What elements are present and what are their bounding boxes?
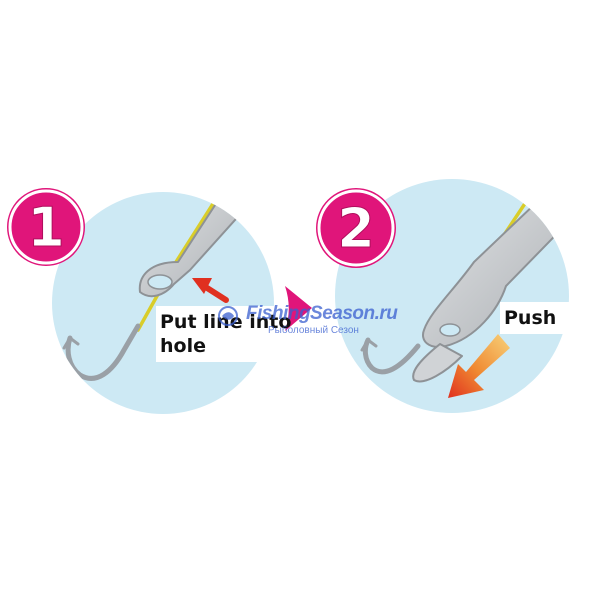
step-2-push-arrow [448,334,510,398]
step-2-instruction: Push [500,302,578,334]
step-2-hook [362,337,421,375]
step-1-instruction-line1: Put line into [160,311,292,333]
step-1-instruction-line2: hole [160,335,206,357]
step-2-instruction-text: Push [504,307,557,329]
step-1-instruction: Put line into hole [156,306,292,362]
step-2-tool-hole [439,323,461,337]
step-1-insert-arrow [201,283,229,303]
step-1-number: 1 [27,196,65,259]
step-1-circle [52,192,274,414]
step-1-hook [65,323,141,381]
watermark-main-text: FishingSeason.ru [246,303,398,324]
step-1-tool-hole [147,274,173,290]
step-1-panel [52,192,274,414]
step-2-badge: 2 [316,188,396,268]
watermark-sub-text: Рыболовный Сезон [268,325,359,336]
watermark-logo-icon [218,306,238,326]
next-step-arrow [285,286,312,331]
step-2-number: 2 [337,197,375,260]
step-1-badge: 1 [7,188,85,266]
